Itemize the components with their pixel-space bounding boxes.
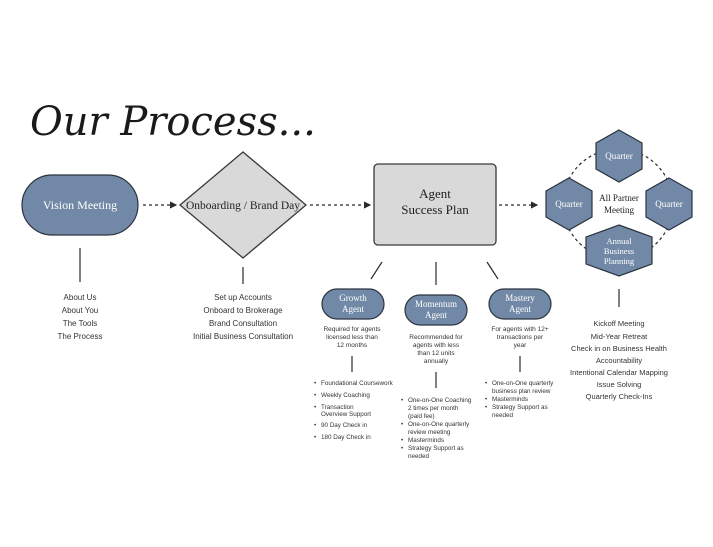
success-plan-label-1: Agent [419,186,451,201]
mastery-bullets: • One-on-One quarterly business plan rev… [485,380,554,419]
bullet-dot: • [314,434,316,441]
momentum-agent-node [404,294,468,326]
quarter-hex-right [645,177,693,231]
bullet-dot: • [485,404,487,411]
mastery-agent-label-2: Agent [509,304,531,314]
bullet-text: Strategy Support as [408,445,464,452]
bullet-text: needed [408,453,430,460]
desc-line: Recommended for [409,334,463,341]
desc-line: 12 months [337,342,368,349]
bullet-dot: • [401,397,403,404]
vision-item: The Process [58,332,103,341]
quarter-hex-left-label: Quarter [555,199,582,209]
annual-planning-label-3: Planning [604,256,635,266]
partner-item: Issue Solving [597,380,642,389]
vision-meeting-node [21,174,139,236]
onboarding-item: Set up Accounts [214,293,272,302]
bullet-text: Transaction [321,404,354,411]
branch-growth [370,261,383,280]
bullet-text: Masterminds [492,396,528,403]
vision-item: About Us [64,293,97,302]
all-partner-meeting-label-2: Meeting [604,205,634,215]
desc-line: For agents with 12+ [491,326,548,333]
momentum-bullets: • One-on-One Coaching 2 times per month … [401,397,472,460]
vision-item: The Tools [63,319,98,328]
partner-items: Kickoff Meeting Mid-Year Retreat Check i… [570,319,668,401]
bullet-text: One-on-One quarterly [408,421,470,428]
branch-mastery [486,261,499,280]
bullet-text: Foundational Coursework [321,380,394,387]
partner-item: Quarterly Check-Ins [586,392,653,401]
bullet-dot: • [485,396,487,403]
growth-agent-label-1: Growth [339,293,367,303]
onboarding-item: Initial Business Consultation [193,332,293,341]
bullet-text: (paid fee) [408,413,435,420]
mastery-agent-node [488,288,552,320]
desc-line: Required for agents [323,326,381,333]
bullet-text: Strategy Support as [492,404,548,411]
momentum-agent-label-2: Agent [425,310,447,320]
mastery-agent-desc: For agents with 12+ transactions per yea… [491,326,548,349]
quarter-hex-top [595,129,643,183]
growth-agent-label-2: Agent [342,304,364,314]
bullet-text: 2 times per month [408,405,459,412]
vision-items: About Us About You The Tools The Process [58,293,103,341]
bullet-dot: • [401,437,403,444]
bullet-dot: • [314,422,316,429]
bullet-text: One-on-One quarterly [492,380,554,387]
bullet-dot: • [401,445,403,452]
desc-line: licensed less than [326,334,378,341]
growth-agent-desc: Required for agents licensed less than 1… [323,326,381,349]
annual-planning-hex [585,224,653,277]
vision-item: About You [62,306,98,315]
quarter-hex-right-label: Quarter [655,199,682,209]
page-title: Our Process... [30,99,316,145]
momentum-agent-label-1: Momentum [415,299,457,309]
success-plan-node [373,163,497,246]
partner-item: Check in on Business Health [571,344,667,353]
bullet-dot: • [314,404,316,411]
bullet-text: One-on-One Coaching [408,397,472,404]
quarter-hex-left [545,177,593,231]
onboarding-item: Onboard to Brokerage [203,306,283,315]
quarter-hex-top-label: Quarter [605,151,632,161]
bullet-dot: • [401,421,403,428]
onboarding-label: Onboarding / Brand Day [186,200,300,212]
desc-line: annually [424,358,449,365]
onboarding-node [178,151,308,259]
partner-item: Kickoff Meeting [593,319,644,328]
bullet-dot: • [485,380,487,387]
annual-planning-label-1: Annual [606,236,632,246]
bullet-text: Masterminds [408,437,444,444]
bullet-text: 90 Day Check in [321,422,368,429]
bullet-text: Weekly Coaching [321,392,370,399]
desc-line: transactions per [497,334,544,341]
desc-line: year [514,342,527,349]
onboarding-items: Set up Accounts Onboard to Brokerage Bra… [193,293,293,341]
growth-agent-node [321,288,385,320]
partner-item: Mid-Year Retreat [591,332,648,341]
bullet-text: 180 Day Check in [321,434,371,441]
vision-meeting-label: Vision Meeting [43,198,117,212]
bullet-text: business plan review [492,388,551,395]
bullet-dot: • [314,380,316,387]
all-partner-meeting-label-1: All Partner [599,193,639,203]
desc-line: than 12 units [417,350,455,357]
onboarding-item: Brand Consultation [209,319,277,328]
partner-item: Intentional Calendar Mapping [570,368,668,377]
bullet-text: review meeting [408,429,451,436]
mastery-agent-label-1: Mastery [505,293,535,303]
bullet-text: Overview Support [321,411,371,418]
desc-line: agents with less [413,342,460,349]
bullet-dot: • [314,392,316,399]
growth-bullets: • Foundational Coursework • Weekly Coach… [314,380,394,441]
partner-item: Accountability [596,356,643,365]
annual-planning-label-2: Business [604,246,634,256]
bullet-text: needed [492,412,514,419]
momentum-agent-desc: Recommended for agents with less than 12… [409,334,463,365]
success-plan-label-2: Success Plan [401,202,469,217]
